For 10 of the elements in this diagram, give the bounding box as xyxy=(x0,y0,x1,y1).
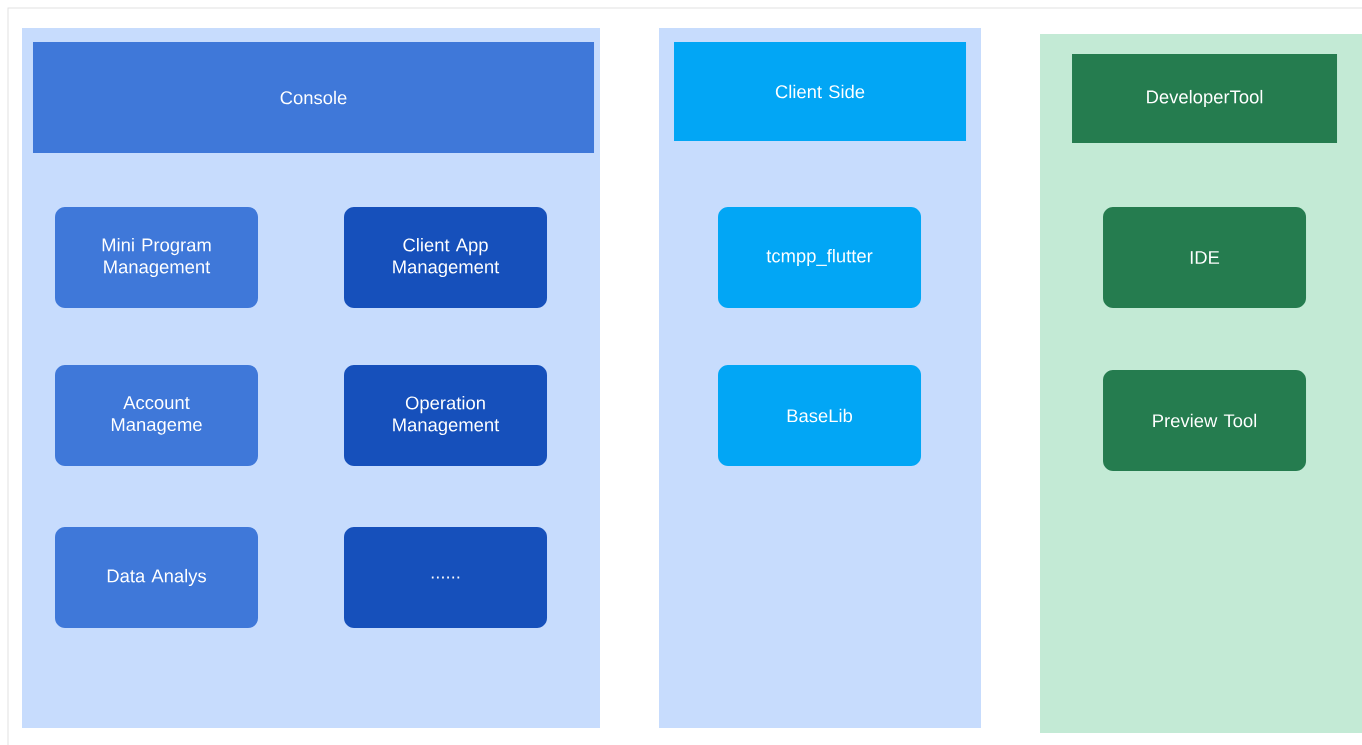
module-box: Account Manageme xyxy=(55,365,258,466)
module-box: ...... xyxy=(344,527,547,628)
module-box: IDE xyxy=(1103,207,1306,308)
module-box: Preview Tool xyxy=(1103,370,1306,471)
module-box: Mini Program Management xyxy=(55,207,258,308)
module-box: BaseLib xyxy=(718,365,921,466)
module-box: Operation Management xyxy=(344,365,547,466)
module-box: Data Analys xyxy=(55,527,258,628)
module-box: Client App Management xyxy=(344,207,547,308)
module-box: tcmpp_flutter xyxy=(718,207,921,308)
